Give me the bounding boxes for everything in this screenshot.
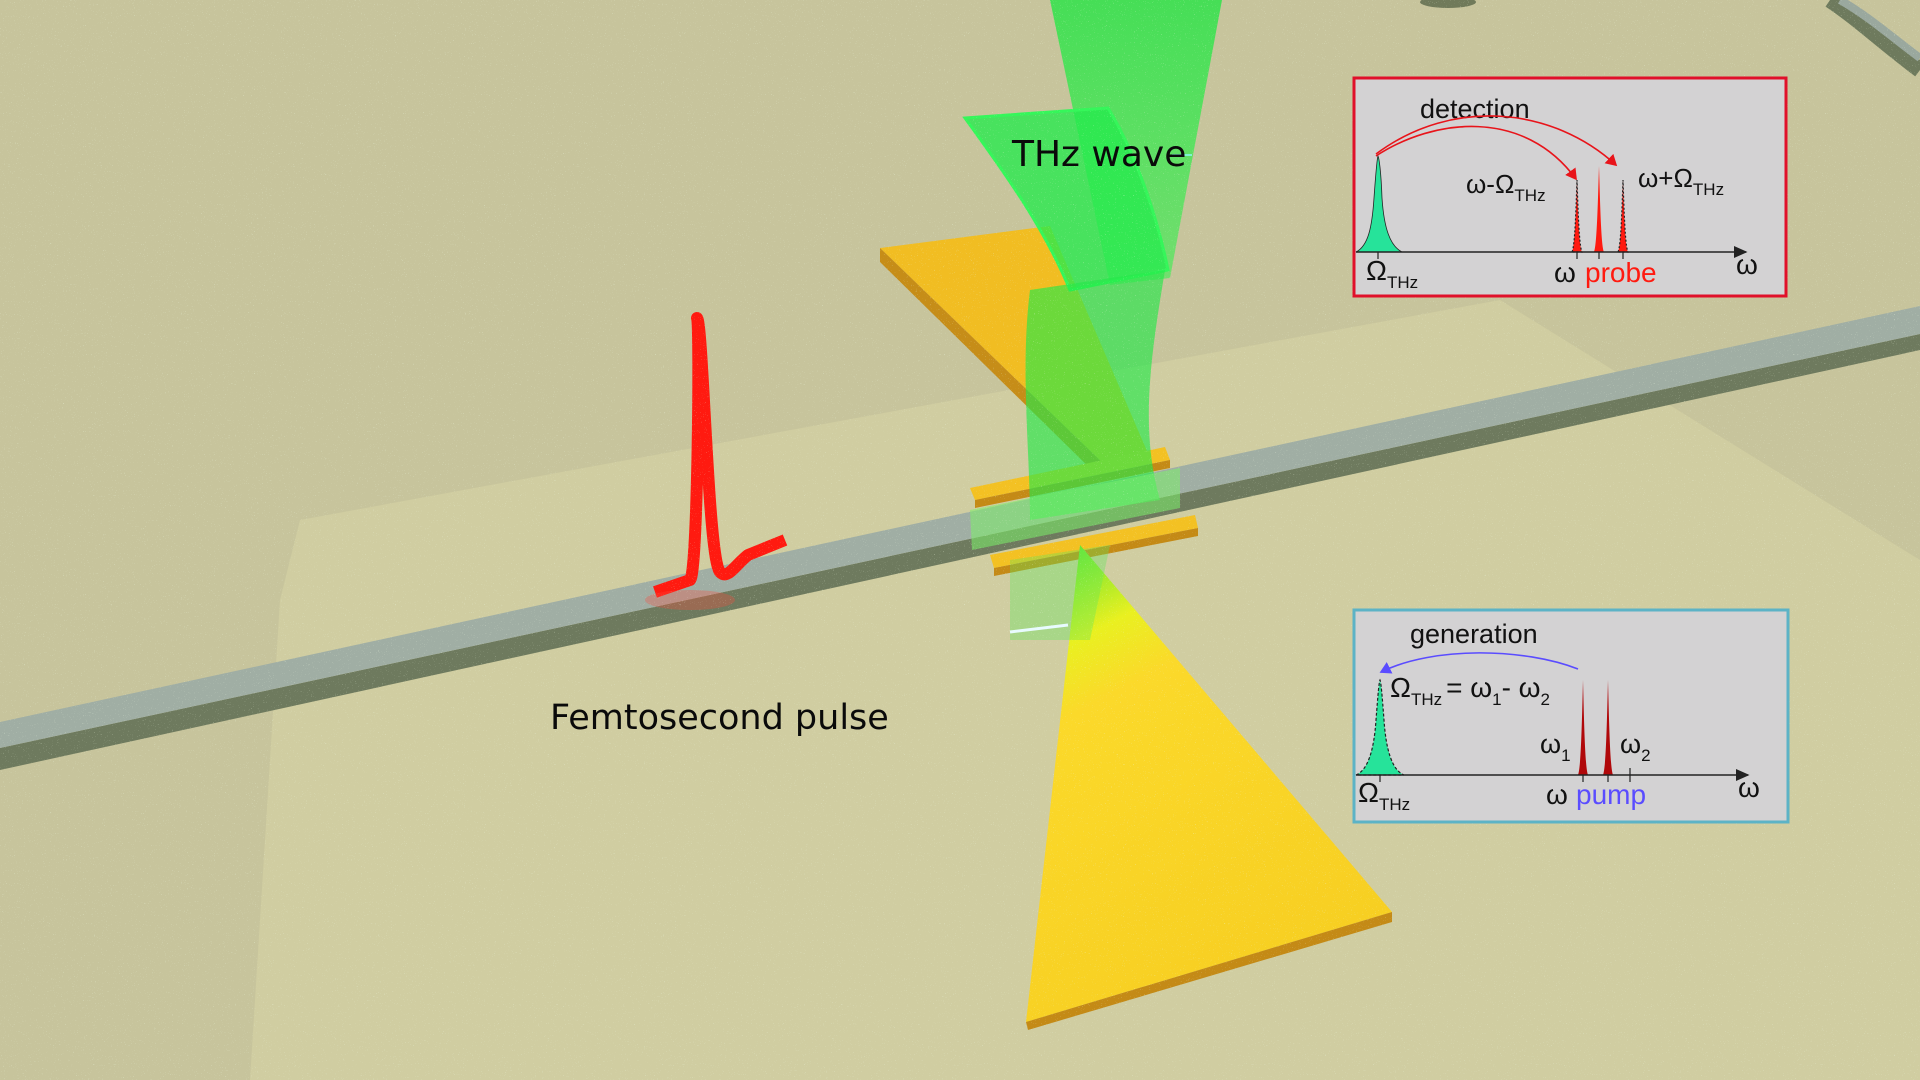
detection-omega-tick-label: ω xyxy=(1554,257,1576,288)
detection-axis-label: ω xyxy=(1736,249,1758,280)
detection-arrow-lower xyxy=(1375,125,1577,181)
generation-equation: ΩTHz= ω1- ω2 xyxy=(1390,672,1550,709)
generation-title: generation xyxy=(1410,619,1538,649)
thz-wave-label: THz wave xyxy=(1011,134,1186,175)
generation-pump-omega2 xyxy=(1603,680,1613,775)
detection-title: detection xyxy=(1420,94,1530,124)
detection-inset: detection ω-ΩTHz ω+ΩTHz ΩTHz ω probe ω xyxy=(1352,76,1788,298)
generation-omega2-label: ω2 xyxy=(1620,729,1651,765)
detection-probe-carrier xyxy=(1594,166,1604,252)
detection-probe-label: probe xyxy=(1585,257,1657,288)
generation-axis-label: ω xyxy=(1738,772,1760,803)
generation-inset-frame xyxy=(1352,608,1790,824)
generation-pump-omega1 xyxy=(1578,680,1588,775)
detection-arrow-upper xyxy=(1375,115,1618,167)
generation-thz-tick-label: ΩTHz xyxy=(1358,777,1410,814)
detection-lower-sideband-label: ω-ΩTHz xyxy=(1466,169,1546,205)
femtosecond-pulse-label: Femtosecond pulse xyxy=(550,698,889,738)
generation-omega1-label: ω1 xyxy=(1540,729,1571,765)
detection-thz-peak xyxy=(1355,155,1403,253)
detection-upper-sideband-label: ω+ΩTHz xyxy=(1638,163,1724,199)
detection-inset-frame xyxy=(1352,76,1788,298)
generation-thz-peak xyxy=(1355,678,1405,776)
generation-inset: generation ΩTHz= ω1- ω2 ω1 ω2 ΩTHz ω pum… xyxy=(1352,608,1790,824)
generation-arrow xyxy=(1379,652,1579,674)
generation-omega-tick-label: ω xyxy=(1546,779,1568,810)
detection-upper-sideband xyxy=(1617,179,1629,253)
detection-thz-tick-label: ΩTHz xyxy=(1366,255,1418,292)
detection-lower-sideband xyxy=(1571,179,1583,253)
generation-pump-label: pump xyxy=(1576,779,1646,810)
